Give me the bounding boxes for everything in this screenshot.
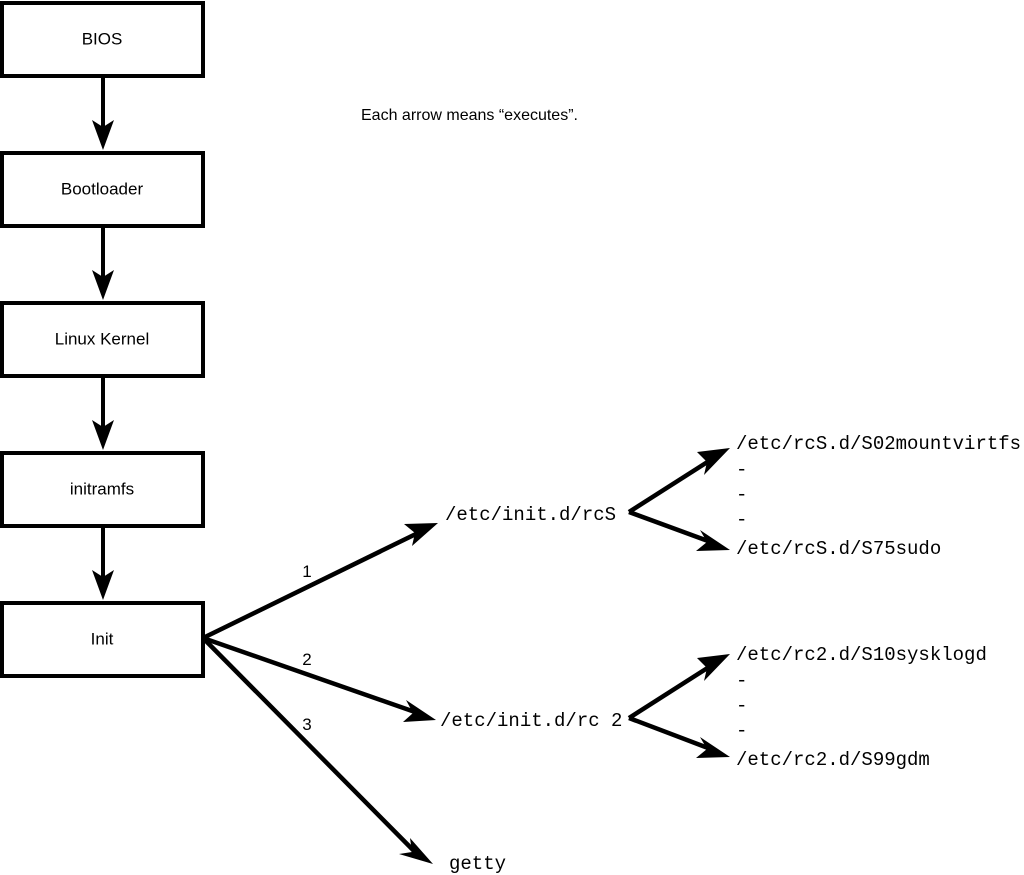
box-initramfs[interactable]: initramfs <box>0 451 205 528</box>
branch-number-3: 3 <box>302 715 311 734</box>
target-label-getty[interactable]: getty <box>449 853 506 875</box>
branch-number-1: 1 <box>302 562 311 581</box>
arrow-bootloader-to-kernel <box>92 226 114 300</box>
box-linux-kernel[interactable]: Linux Kernel <box>0 301 205 378</box>
arrow-rc2-to-last-script <box>628 715 730 758</box>
rc2-ellipsis-dash-3: - <box>736 720 747 742</box>
rcs-ellipsis-dash-1: - <box>736 459 747 481</box>
box-initramfs-rect <box>0 451 205 528</box>
arrow-rcs-to-last-script <box>628 509 730 551</box>
branch-number-2: 2 <box>302 650 311 669</box>
box-initramfs-label: initramfs <box>70 479 134 498</box>
box-linux-kernel-label: Linux Kernel <box>55 329 150 348</box>
box-bios[interactable]: BIOS <box>0 1 205 78</box>
arrow-init-branch-1 <box>202 523 438 641</box>
rcs-ellipsis-dash-3: - <box>736 509 747 531</box>
target-label-rc2[interactable]: /etc/init.d/rc 2 <box>440 710 622 732</box>
rc2-ellipsis-dash-1: - <box>736 670 747 692</box>
box-init-rect <box>0 601 205 678</box>
diagram-caption: Each arrow means “executes”. <box>361 107 578 124</box>
rc2-script-last[interactable]: /etc/rc2.d/S99gdm <box>736 749 930 771</box>
arrow-rc2-to-first-script <box>627 654 730 720</box>
arrow-bios-to-bootloader <box>92 76 114 150</box>
rcs-script-last[interactable]: /etc/rcS.d/S75sudo <box>736 538 941 560</box>
box-init-label: Init <box>91 629 114 648</box>
box-bootloader[interactable]: Bootloader <box>0 151 205 228</box>
rcs-script-first[interactable]: /etc/rcS.d/S02mountvirtfs <box>736 433 1021 455</box>
arrow-kernel-to-initramfs <box>92 376 114 450</box>
arrow-init-branch-3 <box>201 636 433 864</box>
box-bootloader-label: Bootloader <box>61 179 144 198</box>
arrow-initramfs-to-init <box>92 526 114 600</box>
rcs-ellipsis-dash-2: - <box>736 484 747 506</box>
rc2-ellipsis-dash-2: - <box>736 695 747 717</box>
box-init[interactable]: Init <box>0 601 205 678</box>
arrow-init-branch-2 <box>202 635 436 722</box>
target-label-rcs[interactable]: /etc/init.d/rcS <box>445 504 616 526</box>
arrow-rcs-to-first-script <box>627 448 730 514</box>
rc2-script-first[interactable]: /etc/rc2.d/S10sysklogd <box>736 644 987 666</box>
box-bios-label: BIOS <box>82 29 123 48</box>
box-bios-rect <box>0 1 205 78</box>
